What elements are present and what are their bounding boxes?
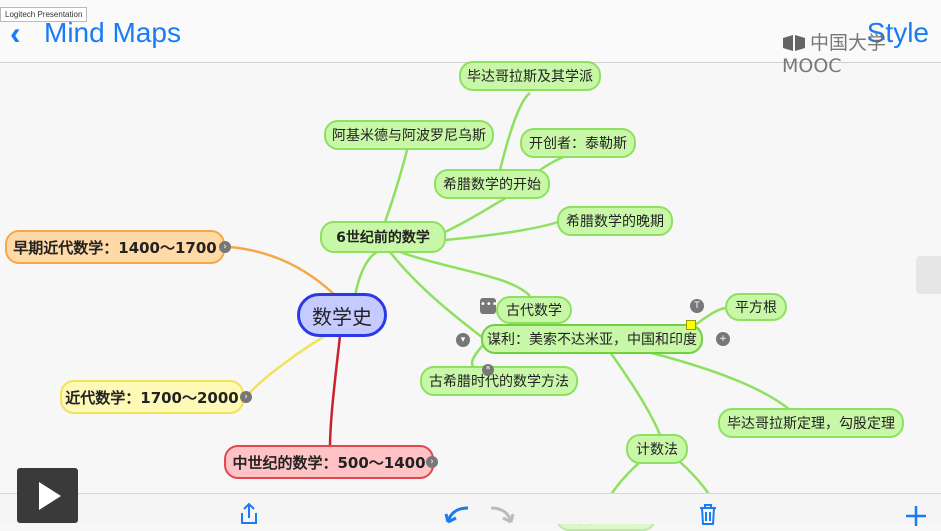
- node-pre-greek[interactable]: 古希腊时代的数学方法: [420, 366, 578, 396]
- connector-square-root: [694, 306, 726, 327]
- node-greek-late[interactable]: 希腊数学的晚期: [557, 206, 673, 236]
- bottom-toolbar: [0, 493, 941, 526]
- add-child-icon[interactable]: +: [716, 332, 730, 346]
- node-origin[interactable]: 谋利：美索不达米亚，中国和印度: [481, 324, 703, 354]
- connector-pythagoras-school: [498, 91, 531, 171]
- connector-medieval: [328, 335, 342, 449]
- node-medieval[interactable]: 中世纪的数学：500～1400: [224, 445, 434, 479]
- connect-handle-icon[interactable]: *: [482, 364, 494, 376]
- connector-early-modern: [229, 245, 341, 301]
- undo-icon[interactable]: [444, 504, 472, 524]
- node-founder[interactable]: 开创者：泰勒斯: [520, 128, 636, 158]
- connector-origin: [389, 251, 484, 339]
- back-label[interactable]: Mind Maps: [44, 17, 181, 48]
- text-tool-icon[interactable]: T: [690, 299, 704, 313]
- back-button[interactable]: ‹: [10, 15, 29, 51]
- node-pythagorean-theorem[interactable]: 毕达哥拉斯定理，勾股定理: [718, 408, 904, 438]
- connector-counting: [608, 351, 662, 436]
- node-early-modern[interactable]: 早期近代数学：1400～1700: [5, 230, 225, 264]
- trash-icon[interactable]: [696, 503, 720, 525]
- chevron-down-icon[interactable]: ▾: [456, 333, 470, 347]
- style-button[interactable]: Style: [866, 17, 929, 48]
- connector-pythagorean-theorem: [639, 348, 791, 411]
- node-pythagoras-school[interactable]: 毕达哥拉斯及其学派: [459, 61, 601, 91]
- connector-greek-start: [444, 194, 511, 234]
- node-square-root[interactable]: 平方根: [725, 293, 787, 321]
- collapse-toggle-icon[interactable]: ›: [240, 391, 252, 403]
- chevron-left-icon: ‹: [10, 15, 21, 51]
- connector-before6: [353, 248, 386, 297]
- connector-pre-greek: [470, 344, 484, 370]
- redo-icon[interactable]: [487, 504, 515, 524]
- root-node[interactable]: 数学史: [297, 293, 387, 337]
- node-modern[interactable]: 近代数学：1700～2000: [60, 380, 244, 414]
- node-counting[interactable]: 计数法: [626, 434, 688, 464]
- collapse-toggle-icon[interactable]: ›: [219, 241, 231, 253]
- mooc-logo-icon: [783, 35, 805, 51]
- collapse-toggle-icon[interactable]: ›: [426, 456, 438, 468]
- node-greek-start[interactable]: 希腊数学的开始: [434, 169, 550, 199]
- node-ancient[interactable]: 古代数学: [496, 296, 572, 324]
- connector-greek-late: [444, 220, 559, 242]
- more-options-icon[interactable]: •••: [480, 298, 498, 314]
- overlay-tag: Logitech Presentation: [0, 7, 88, 22]
- play-button[interactable]: [17, 468, 78, 523]
- node-before6[interactable]: 6世纪前的数学: [320, 221, 446, 253]
- watermark: 中国大学MOOC: [782, 28, 941, 77]
- watermark-text: 中国大学MOOC: [782, 32, 887, 77]
- node-archimedes[interactable]: 阿基米德与阿波罗尼乌斯: [324, 120, 494, 150]
- side-panel-handle[interactable]: [916, 256, 941, 294]
- resize-handle[interactable]: [686, 320, 696, 330]
- connector-ancient: [399, 250, 531, 297]
- connector-modern: [247, 328, 336, 396]
- share-icon[interactable]: [237, 502, 261, 524]
